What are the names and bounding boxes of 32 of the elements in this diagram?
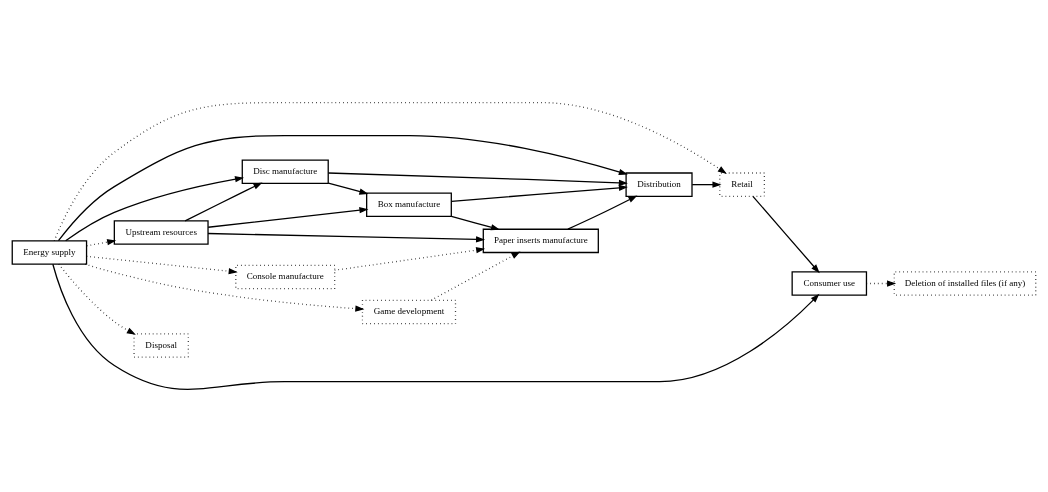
arrow (84, 263, 365, 312)
arrow (567, 195, 638, 230)
arrow (86, 239, 117, 247)
node-box: Box manufacture (366, 192, 452, 217)
node-box: Paper inserts manufacture (482, 228, 599, 254)
arrow (184, 182, 263, 222)
arrow (207, 207, 369, 228)
arrow (430, 251, 521, 301)
arrow (334, 247, 486, 271)
arrow (86, 255, 238, 275)
arrow (57, 134, 628, 242)
arrow (450, 215, 500, 231)
node-box: Deletion of installed files (if any) (893, 271, 1037, 296)
node-box: Retail (719, 172, 765, 197)
arrow (65, 176, 245, 242)
node-box: Disc manufacture (241, 159, 329, 184)
node-box: Energy supply (11, 240, 88, 265)
arrow (207, 232, 486, 243)
arrow (53, 101, 727, 242)
node-box: Consumer use (791, 271, 868, 296)
node-box: Disposal (133, 333, 189, 358)
arrow (752, 195, 820, 274)
arrow (450, 184, 628, 202)
node-box: Distribution (625, 172, 693, 197)
arrow (58, 263, 136, 335)
arrow (52, 263, 820, 390)
arrow (327, 172, 628, 187)
node-box: Game development (361, 299, 457, 325)
node-box: Console manufacture (235, 264, 336, 290)
arrow (327, 182, 369, 195)
node-box: Upstream resources (113, 220, 209, 245)
arrow (691, 181, 722, 188)
